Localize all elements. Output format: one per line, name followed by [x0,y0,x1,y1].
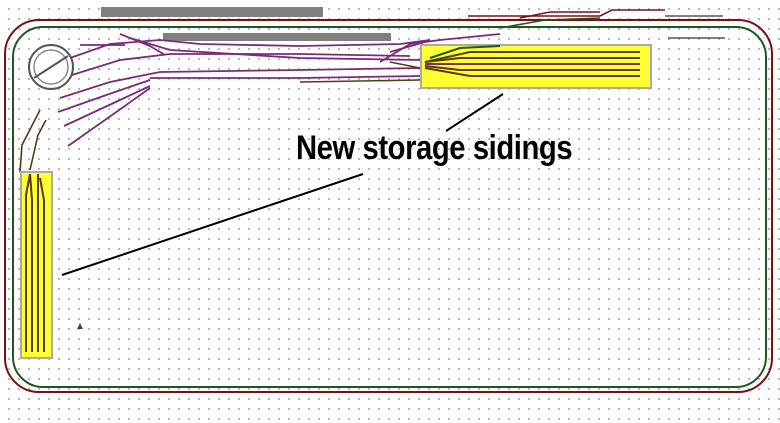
yard-tracks [57,33,501,147]
storage-sidings-left-tracks [25,173,45,352]
leader-line-top [445,93,504,132]
left-storage-leads [19,109,47,173]
storage-sidings-top-tracks [424,45,640,77]
turntable-icon [28,44,74,90]
leader-line-left [61,173,364,276]
annotation-label: New storage sidings [296,129,573,167]
inner-main-loop [12,26,767,388]
top-right-spurs [468,9,725,39]
top-storage-leads [299,61,421,83]
platform-middle [163,33,391,41]
platform-top [101,7,323,17]
outer-main-loop [4,19,773,393]
marker-icon [77,323,83,329]
